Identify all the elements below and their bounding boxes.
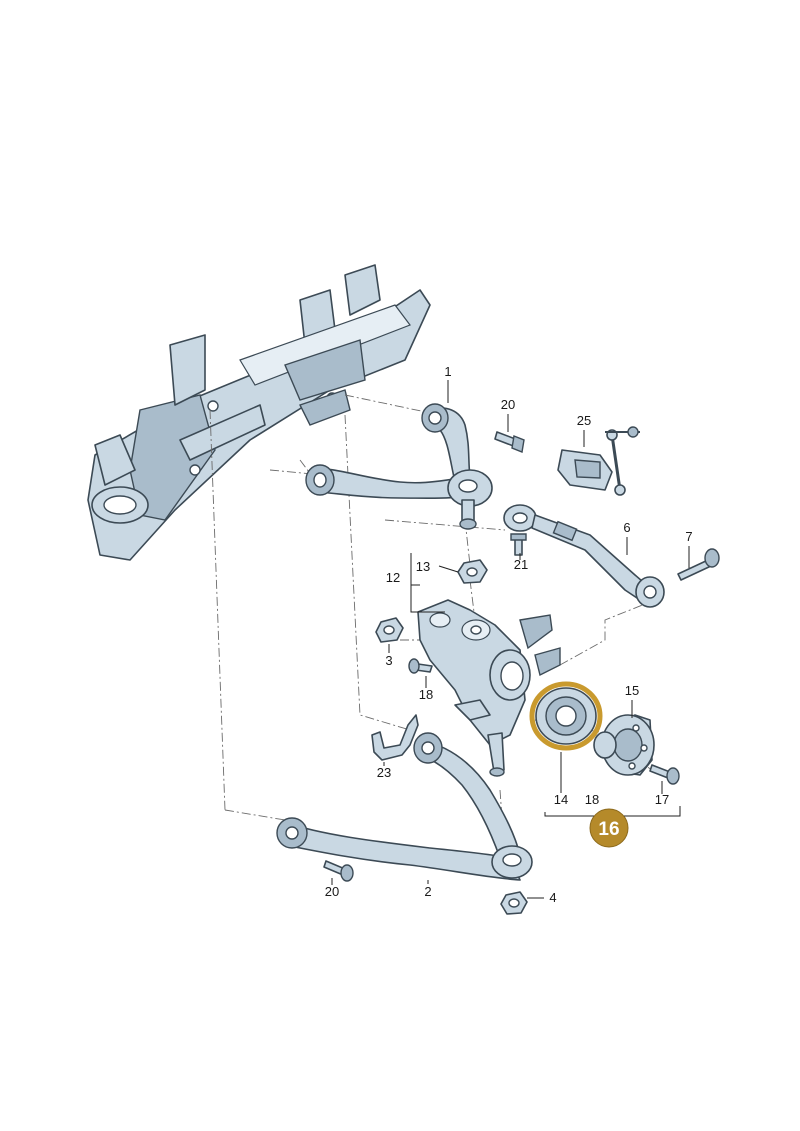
bolt-20-upper	[494, 431, 525, 453]
label-17: 17	[655, 792, 669, 807]
nut-13	[457, 559, 488, 584]
bolt-21	[510, 533, 527, 556]
label-23: 23	[377, 765, 391, 780]
label-6: 6	[623, 520, 630, 535]
bracket-23	[371, 714, 419, 761]
label-14: 14	[554, 792, 568, 807]
label-12: 12	[386, 570, 400, 585]
label-25: 25	[577, 413, 591, 428]
subframe	[87, 264, 431, 561]
callout-badge: 16	[589, 808, 629, 848]
bolt-20-lower	[323, 860, 354, 882]
label-21: 21	[514, 557, 528, 572]
label-20-lower: 20	[325, 884, 339, 899]
label-3: 3	[385, 653, 392, 668]
lower-control-arm	[276, 732, 533, 881]
upper-control-arm	[305, 403, 493, 530]
bolt-18	[408, 658, 433, 674]
sensor-bracket-25	[557, 426, 640, 496]
label-20-upper: 20	[501, 397, 515, 412]
label-4: 4	[549, 890, 556, 905]
label-7: 7	[685, 529, 692, 544]
label-18-bearing: 18	[585, 792, 599, 807]
badge-number: 16	[598, 819, 619, 840]
bolt-7	[677, 548, 720, 581]
nut-4	[500, 891, 528, 915]
label-15: 15	[625, 683, 639, 698]
label-18: 18	[419, 687, 433, 702]
nut-3	[375, 617, 404, 643]
wheel-hub-15	[593, 714, 655, 776]
label-2: 2	[424, 884, 431, 899]
track-rod-6	[503, 504, 665, 608]
label-13: 13	[416, 559, 430, 574]
wheel-bearing-housing-12	[417, 599, 561, 777]
bolt-17	[649, 764, 680, 785]
wheel-bearing-14	[529, 681, 603, 751]
part-labels: 1 20 25 6 7 21 13 12 3 18 15 23 14 18 17…	[325, 364, 693, 905]
label-1: 1	[444, 364, 451, 379]
